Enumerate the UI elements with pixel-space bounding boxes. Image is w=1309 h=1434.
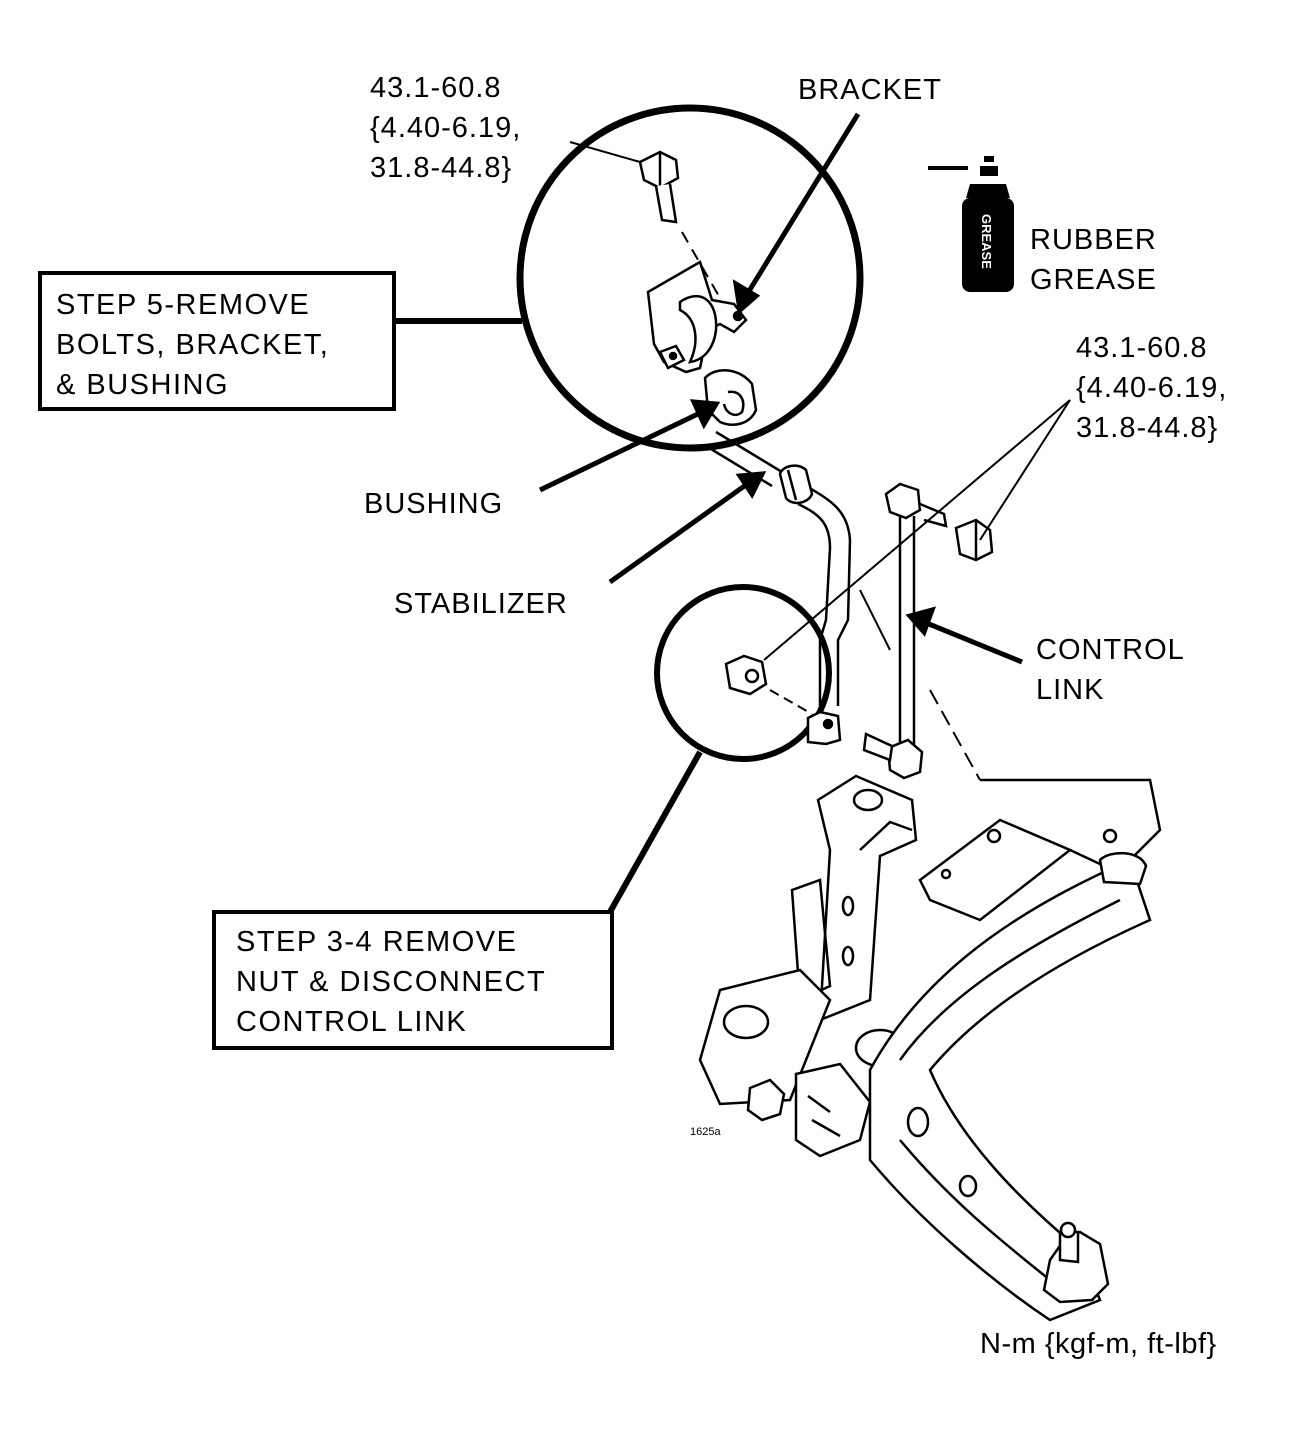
control-link-line-1: CONTROL (1036, 634, 1185, 666)
torque-label-top: 43.1-60.8 {4.40-6.19, 31.8-44.8} (370, 68, 521, 188)
figure-code: 1625a (690, 1126, 721, 1138)
bracket-part (646, 260, 748, 374)
step34-line-3: CONTROL LINK (236, 1006, 468, 1038)
step34-connector (607, 750, 703, 914)
step5-box: STEP 5-REMOVE BOLTS, BRACKET, & BUSHING (38, 271, 396, 411)
step5-line-3: & BUSHING (56, 369, 230, 401)
control-link-label: CONTROL LINK (1036, 630, 1185, 710)
bushing-part (703, 369, 758, 426)
control-link-upper-nut (954, 518, 994, 562)
step5-line-2: BOLTS, BRACKET, (56, 329, 330, 361)
lower-control-arm (698, 774, 1162, 1322)
stabilizer-label: STABILIZER (394, 588, 568, 620)
arrows (538, 112, 1023, 665)
units-label: N-m {kgf-m, ft-lbf} (980, 1328, 1217, 1360)
control-link-line-2: LINK (1036, 674, 1105, 706)
stabilizer-bushing (778, 464, 814, 505)
bracket-bolt (638, 150, 680, 224)
step5-text: STEP 5-REMOVE BOLTS, BRACKET, & BUSHING (56, 285, 329, 405)
bushing-arrow (538, 409, 704, 493)
detail-circle-nut (654, 584, 832, 762)
step34-text: STEP 3-4 REMOVE NUT & DISCONNECT CONTROL… (236, 922, 546, 1042)
torque-top-line-3: 31.8-44.8} (370, 152, 513, 184)
step5-line-1: STEP 5-REMOVE (56, 289, 311, 321)
control-link-arrow (923, 619, 1023, 665)
grease-can-icon (928, 156, 1014, 292)
torque-top-line-2: {4.40-6.19, (370, 112, 522, 144)
rubber-grease-line-2: GREASE (1030, 264, 1157, 296)
control-link-part (862, 482, 948, 780)
rubber-grease-label: RUBBER GREASE (1030, 220, 1157, 300)
bracket-arrow (743, 112, 861, 298)
torque-right-line-2: {4.40-6.19, (1076, 372, 1228, 404)
torque-right-line-3: 31.8-44.8} (1076, 412, 1219, 444)
step34-box: STEP 3-4 REMOVE NUT & DISCONNECT CONTROL… (212, 910, 614, 1050)
torque-right-line-1: 43.1-60.8 (1076, 332, 1208, 364)
bracket-label: BRACKET (798, 74, 942, 106)
step34-line-2: NUT & DISCONNECT (236, 966, 547, 998)
step34-line-1: STEP 3-4 REMOVE (236, 926, 518, 958)
stabilizer-arrow (608, 479, 752, 585)
bushing-label: BUSHING (364, 488, 504, 520)
detail-circle-bracket (516, 104, 864, 452)
rubber-grease-line-1: RUBBER (1030, 224, 1157, 256)
torque-top-line-1: 43.1-60.8 (370, 72, 502, 104)
torque-label-right: 43.1-60.8 {4.40-6.19, 31.8-44.8} (1076, 328, 1227, 448)
grease-can-text: GREASE (979, 214, 994, 269)
control-link-nut (724, 654, 768, 696)
